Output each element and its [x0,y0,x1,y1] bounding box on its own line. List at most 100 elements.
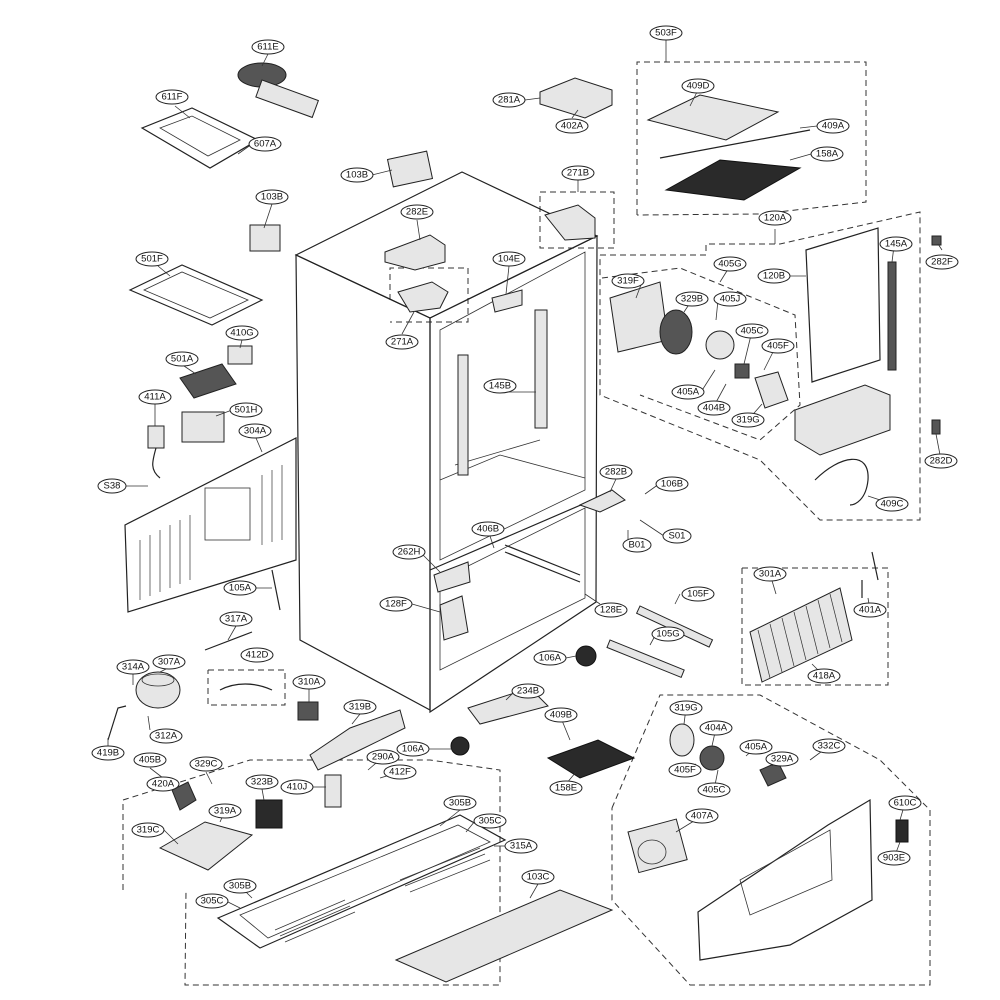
svg-text:611E: 611E [257,42,278,53]
svg-text:312A: 312A [155,731,178,742]
cabinet-rear-rail-left [457,354,469,476]
housing-319g [669,723,695,757]
vent-103b-top [386,150,434,188]
svg-text:B01: B01 [629,540,646,551]
svg-text:158A: 158A [816,149,839,160]
svg-text:103B: 103B [261,192,283,203]
svg-text:106A: 106A [539,653,562,664]
svg-text:607A: 607A [254,139,277,150]
callout-103b-top: 103B [340,167,374,183]
callout-610c: 610C [888,795,922,811]
cover-319g [754,371,789,409]
svg-text:282B: 282B [605,467,627,478]
svg-text:402A: 402A [561,121,584,132]
svg-text:412D: 412D [246,650,269,661]
callout-128f: 128F [379,596,413,612]
svg-text:319F: 319F [617,276,639,287]
cabinet-inner-shelf-line [454,439,541,466]
fan-cover-332c [697,798,873,961]
pipe-419b [107,705,127,741]
callout-314a: 314A [116,659,150,675]
callout-106a-b: 106A [533,650,567,666]
callout-103c: 103C [521,869,555,885]
svg-text:420A: 420A [152,779,175,790]
dispenser-120a [609,227,942,506]
callout-319b: 319B [343,699,377,715]
svg-text:282E: 282E [406,207,428,218]
duct-319f [609,281,669,353]
hinge-parts [128,62,626,513]
callout-332c: 332C [812,738,846,754]
cover-128f [439,595,469,641]
callout-105a: 105A [223,580,257,596]
callout-903e: 903E [877,850,911,866]
damper-319a [158,821,254,871]
svg-text:404B: 404B [703,403,725,414]
base-pan-body [216,814,507,949]
callout-158e: 158E [549,780,583,796]
callouts: 611E 611F 607A 103B 103B 501F 410G 501A … [91,25,959,909]
relay-310a [297,701,319,721]
svg-text:282F: 282F [931,257,953,268]
module-410g [227,345,253,365]
svg-text:271B: 271B [567,168,589,179]
svg-text:305C: 305C [201,896,224,907]
callout-317a: 317A [219,611,253,627]
motor-404a [699,745,725,771]
cabinet-front-frame [429,235,598,714]
rear-panel-vents [139,465,283,600]
svg-text:409D: 409D [687,81,710,92]
base-pan-vents [274,847,491,943]
callout-282e: 282E [400,204,434,220]
callout-305b-b: 305B [223,878,257,894]
top-hinge-left [384,234,446,271]
svg-text:S01: S01 [669,531,686,542]
callout-503f: 503F [649,25,683,41]
svg-text:410G: 410G [230,328,253,339]
heater-401a [861,551,879,598]
group-outline-120a [599,211,921,521]
svg-text:503F: 503F [655,28,677,39]
ice-tray-158a [664,159,802,201]
svg-text:301A: 301A [759,569,782,580]
svg-text:501H: 501H [235,405,258,416]
svg-text:405C: 405C [741,326,764,337]
cabinet-left-side [295,254,431,712]
callout-282b: 282B [599,464,633,480]
svg-text:329B: 329B [681,294,703,305]
callout-402a: 402A [555,118,589,134]
svg-text:407A: 407A [691,811,714,822]
dispenser-panel-120b [805,227,881,383]
callout-329c: 329C [189,756,223,772]
callout-103b: 103B [255,189,289,205]
callout-409c: 409C [875,496,909,512]
callout-319g-a: 319G [731,412,765,428]
svg-text:610C: 610C [894,798,917,809]
svg-text:410J: 410J [287,782,308,793]
capacitor-410j [324,774,342,808]
group-outline-315a [122,759,501,986]
svg-text:305C: 305C [479,816,502,827]
svg-text:103C: 103C [527,872,550,883]
callout-262h: 262H [392,544,426,560]
callout-420a: 420A [146,776,180,792]
callout-305c-b: 305C [195,893,229,909]
callout-120a: 120A [758,210,792,226]
svg-text:409C: 409C [881,499,904,510]
callout-128e: 128E [594,602,628,618]
svg-text:310A: 310A [298,677,321,688]
leader-lines [107,36,943,909]
callout-409d: 409D [681,78,715,94]
callout-409a: 409A [816,118,850,134]
svg-text:307A: 307A [158,657,181,668]
svg-text:305B: 305B [449,798,471,809]
svg-text:329A: 329A [771,754,794,765]
svg-text:317A: 317A [225,614,248,625]
board-501h [181,411,225,443]
svg-text:290A: 290A [372,752,395,763]
svg-text:106B: 106B [661,479,683,490]
callout-405a-a: 405A [671,384,705,400]
callout-106b: 106B [655,476,689,492]
svg-text:128E: 128E [600,605,622,616]
group-outline-332c [611,694,931,986]
